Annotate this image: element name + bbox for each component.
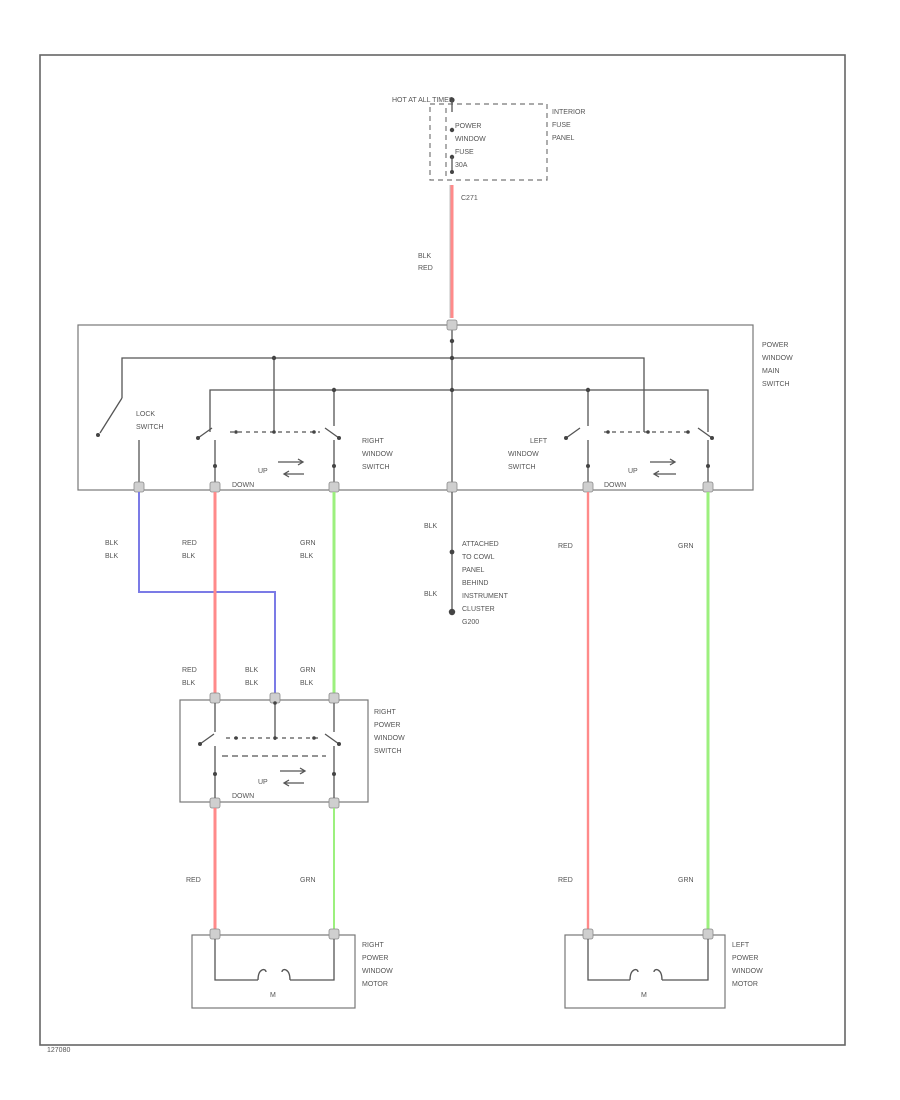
svg-text:BLK: BLK [300,680,314,687]
left-red-wire-label: RED [558,543,573,550]
left-window-switch-label: LEFT WINDOW SWITCH [508,438,548,471]
right-motor-label: RIGHT POWER WINDOW MOTOR [362,942,393,988]
ground-wire [448,492,456,616]
svg-text:BLK: BLK [418,253,432,260]
svg-text:GRN: GRN [300,540,316,547]
left-motor-symbol: M [641,992,647,999]
right-motor-symbol: M [270,992,276,999]
svg-text:FUSE: FUSE [455,149,474,156]
svg-text:RIGHT: RIGHT [362,942,385,949]
svg-text:RIGHT: RIGHT [362,438,385,445]
rps-down-label: DOWN [232,793,254,800]
rps-grn-wire-label: GRN BLK [300,667,316,687]
svg-text:G200: G200 [462,619,479,626]
svg-text:WINDOW: WINDOW [455,136,486,143]
right-grn-wire-label: GRN BLK [300,540,316,560]
svg-text:WINDOW: WINDOW [732,968,763,975]
connector-c271: C271 [461,195,478,202]
right-window-switch-label: RIGHT WINDOW SWITCH [362,438,393,471]
rps-blk-wire-label: BLK BLK [245,667,259,687]
svg-text:SWITCH: SWITCH [508,464,536,471]
ground-wire-label-bottom: BLK [424,591,438,598]
svg-text:POWER: POWER [732,955,758,962]
svg-text:POWER: POWER [362,955,388,962]
motor-symbol-icon [629,968,663,981]
lock-switch-label: LOCK SWITCH [136,411,164,431]
motor-symbol-icon [257,968,291,981]
ground-label: ATTACHED TO COWL PANEL BEHIND INSTRUMENT… [462,541,509,626]
svg-text:MAIN: MAIN [762,368,780,375]
lm-grn-wire-label: GRN [678,877,694,884]
svg-text:INSTRUMENT: INSTRUMENT [462,593,509,600]
svg-text:CLUSTER: CLUSTER [462,606,495,613]
svg-text:FUSE: FUSE [552,122,571,129]
svg-text:RIGHT: RIGHT [374,709,397,716]
svg-text:WINDOW: WINDOW [374,735,405,742]
svg-text:RED: RED [182,540,197,547]
lock-blk-wire [138,492,276,693]
rm-grn-wire-label: GRN [300,877,316,884]
right-red-wire-label: RED BLK [182,540,197,560]
diagram-frame [39,54,846,1046]
svg-text:SWITCH: SWITCH [762,381,790,388]
right-power-window-switch: UP DOWN RIGHT POWER WINDOW SWITCH [179,692,405,809]
feed-wire-label: BLK RED [418,253,433,272]
left-switch-up-label: UP [628,468,638,475]
fuse-label: POWER WINDOW FUSE 30A [455,123,486,169]
figure-id: 127080 [47,1047,70,1054]
svg-text:BLK: BLK [105,540,119,547]
svg-text:GRN: GRN [300,667,316,674]
lm-red-wire-label: RED [558,877,573,884]
rm-red-wire-label: RED [186,877,201,884]
right-switch-up-label: UP [258,468,268,475]
svg-text:BLK: BLK [182,553,196,560]
svg-text:BLK: BLK [182,680,196,687]
svg-text:RED: RED [418,265,433,272]
svg-text:RED: RED [182,667,197,674]
svg-text:BLK: BLK [105,553,119,560]
left-grn-wire-label: GRN [678,543,694,550]
master-switch: POWER WINDOW MAIN SWITCH LOCK SWITCH [77,324,793,491]
svg-text:MOTOR: MOTOR [732,981,758,988]
left-switch-down-label: DOWN [604,482,626,489]
lock-blk-wire-label: BLK BLK [105,540,119,560]
svg-text:BLK: BLK [245,667,259,674]
svg-text:PANEL: PANEL [552,135,575,142]
rps-red-wire-label: RED BLK [182,667,197,687]
right-switch-down-label: DOWN [232,482,254,489]
svg-text:TO COWL: TO COWL [462,554,495,561]
svg-text:SWITCH: SWITCH [362,464,390,471]
fuse-panel: HOT AT ALL TIMES POWER WINDOW FUSE 30A I… [388,94,585,202]
svg-text:WINDOW: WINDOW [762,355,793,362]
right-power-window-motor: M RIGHT POWER WINDOW MOTOR [191,928,393,1009]
fuse-panel-header: HOT AT ALL TIMES [392,97,454,104]
left-motor-label: LEFT POWER WINDOW MOTOR [732,942,763,988]
svg-text:LEFT: LEFT [732,942,750,949]
svg-text:ATTACHED: ATTACHED [462,541,499,548]
svg-text:WINDOW: WINDOW [508,451,539,458]
svg-text:INTERIOR: INTERIOR [552,109,585,116]
svg-text:PANEL: PANEL [462,567,485,574]
interior-fuse-panel-label: INTERIOR FUSE PANEL [552,109,585,142]
svg-text:SWITCH: SWITCH [374,748,402,755]
ground-wire-label-top: BLK [424,523,438,530]
rps-up-label: UP [258,779,268,786]
svg-text:30A: 30A [455,162,468,169]
svg-text:LOCK: LOCK [136,411,155,418]
svg-text:SWITCH: SWITCH [136,424,164,431]
svg-text:MOTOR: MOTOR [362,981,388,988]
svg-text:BLK: BLK [245,680,259,687]
master-switch-label: POWER WINDOW MAIN SWITCH [762,342,793,388]
svg-text:POWER: POWER [762,342,788,349]
left-power-window-motor: M LEFT POWER WINDOW MOTOR [564,928,763,1009]
svg-text:BLK: BLK [300,553,314,560]
right-power-window-switch-label: RIGHT POWER WINDOW SWITCH [374,709,405,755]
svg-text:POWER: POWER [374,722,400,729]
svg-text:WINDOW: WINDOW [362,451,393,458]
svg-text:WINDOW: WINDOW [362,968,393,975]
svg-text:LEFT: LEFT [530,438,548,445]
svg-text:POWER: POWER [455,123,481,130]
svg-text:BEHIND: BEHIND [462,580,488,587]
